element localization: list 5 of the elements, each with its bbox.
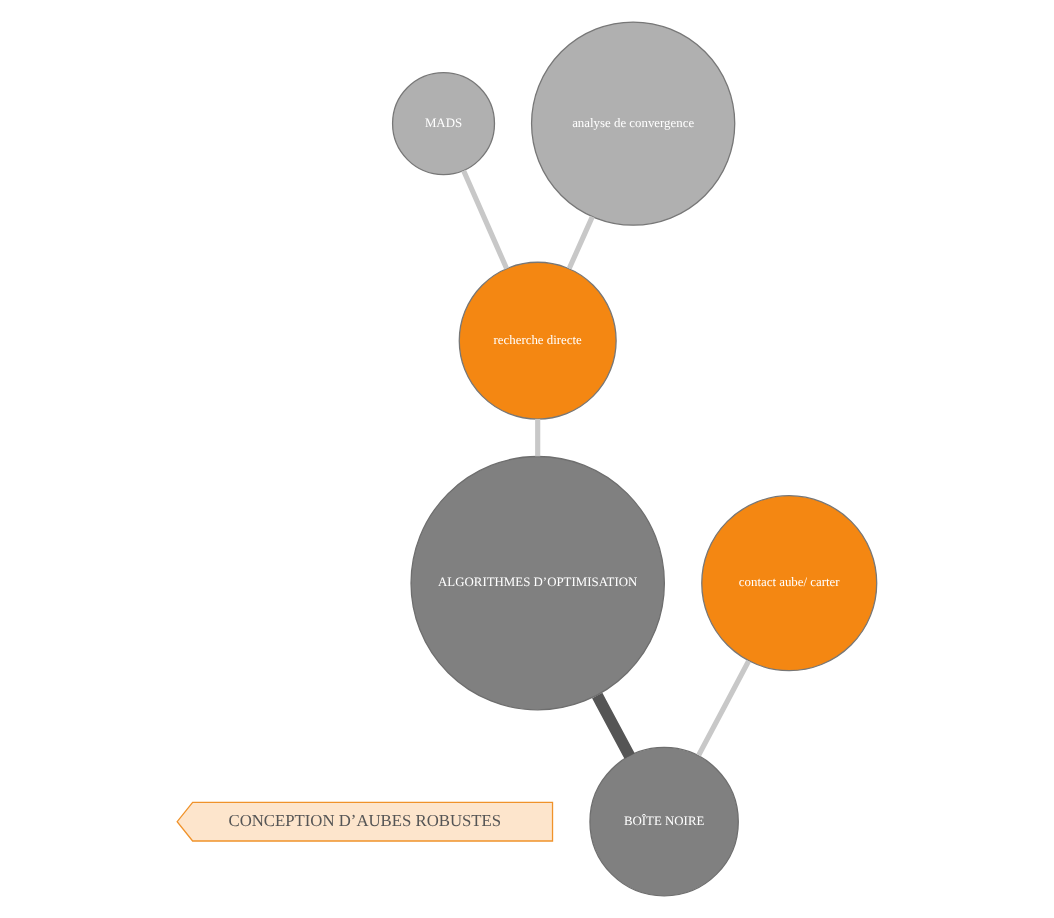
connector	[461, 169, 509, 270]
connector	[535, 419, 541, 457]
connector	[696, 659, 751, 757]
connector	[566, 215, 595, 270]
connector	[592, 692, 635, 759]
